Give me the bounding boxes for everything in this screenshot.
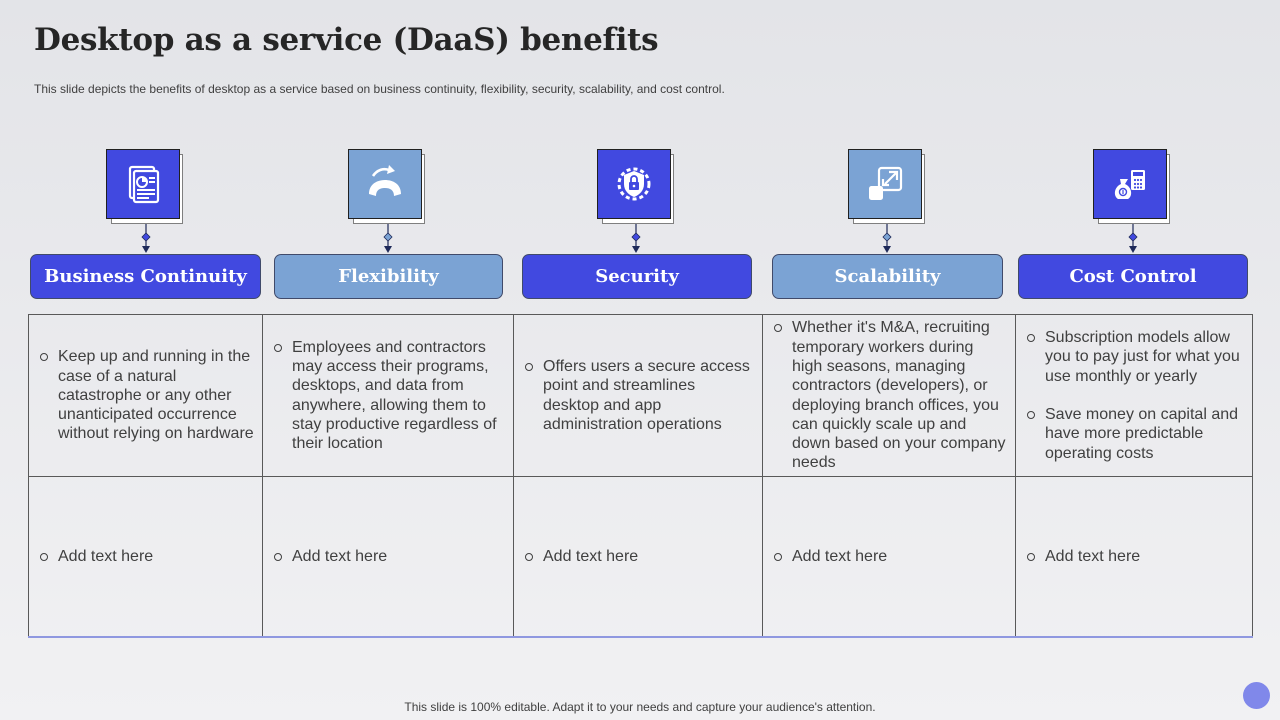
cell-flexibility: Employees and contractors may access the… <box>262 314 514 477</box>
list-item: Subscription models allow you to pay jus… <box>1026 328 1244 386</box>
cell-security: Offers users a secure access point and s… <box>513 314 763 477</box>
cell-cost-control: Subscription models allow you to pay jus… <box>1015 314 1253 477</box>
cell-business-continuity: Keep up and running in the case of a nat… <box>28 314 263 477</box>
document-report-icon <box>128 165 160 204</box>
heading-scalability: Scalability <box>772 254 1003 299</box>
benefits-table: Keep up and running in the case of a nat… <box>28 314 1253 638</box>
corner-decoration <box>1243 682 1270 709</box>
list-item: Whether it's M&A, recruiting temporary w… <box>773 318 1007 472</box>
scale-up-arrow-icon <box>869 166 903 200</box>
connector-arrow-icon <box>141 224 151 253</box>
connector-arrow-icon <box>383 224 393 253</box>
heading-cost-control: Cost Control <box>1018 254 1248 299</box>
icon-card-business-continuity <box>106 149 183 225</box>
icon-card-scalability <box>848 149 925 225</box>
cell-scalability: Whether it's M&A, recruiting temporary w… <box>762 314 1016 477</box>
list-item: Add text here <box>39 547 254 566</box>
heading-flexibility: Flexibility <box>274 254 503 299</box>
list-item: Add text here <box>273 547 505 566</box>
list-item: Employees and contractors may access the… <box>273 338 505 454</box>
table-row: Add text here Add text here Add text her… <box>28 476 1253 638</box>
list-item: Add text here <box>773 547 1007 566</box>
cell-extra: Add text here <box>28 476 263 638</box>
cell-extra: Add text here <box>513 476 763 638</box>
cell-extra: Add text here <box>1015 476 1253 638</box>
table-row: Keep up and running in the case of a nat… <box>28 314 1253 477</box>
list-item: Add text here <box>1026 547 1244 566</box>
connector-arrow-icon <box>882 224 892 253</box>
list-item: Add text here <box>524 547 754 566</box>
icon-card-security <box>597 149 674 225</box>
footer-note: This slide is 100% editable. Adapt it to… <box>404 700 876 714</box>
icon-card-flexibility <box>348 149 425 225</box>
list-item: Save money on capital and have more pred… <box>1026 405 1244 463</box>
heading-business-continuity: Business Continuity <box>30 254 261 299</box>
heading-security: Security <box>522 254 752 299</box>
icon-card-cost-control <box>1093 149 1170 225</box>
reconnect-arrows-icon <box>369 165 401 196</box>
connector-arrow-icon <box>1128 224 1138 253</box>
list-item: Offers users a secure access point and s… <box>524 357 754 434</box>
slide-subtitle: This slide depicts the benefits of deskt… <box>34 82 725 96</box>
slide-title: Desktop as a service (DaaS) benefits <box>34 22 659 58</box>
money-bag-calculator-icon <box>1114 170 1145 199</box>
connector-arrow-icon <box>631 224 641 253</box>
cell-extra: Add text here <box>762 476 1016 638</box>
cell-extra: Add text here <box>262 476 514 638</box>
shield-lock-gear-icon <box>617 167 651 201</box>
list-item: Keep up and running in the case of a nat… <box>39 347 254 443</box>
